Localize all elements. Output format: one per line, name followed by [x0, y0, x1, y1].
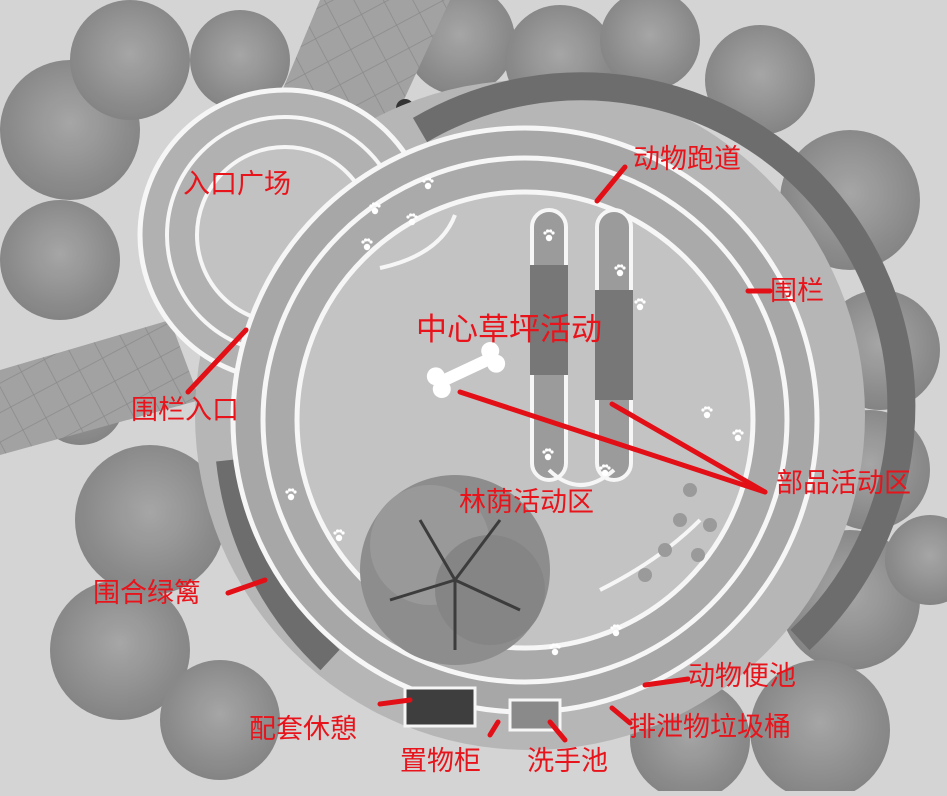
- paw-print-icon: [549, 643, 561, 656]
- label-waste-bin: 排泄物垃圾桶: [629, 712, 791, 743]
- label-locker: 置物柜: [400, 746, 481, 777]
- paw-print-icons: [285, 177, 744, 656]
- label-central-lawn: 中心草坪活动: [416, 312, 602, 348]
- label-fence-entrance: 围栏入口: [131, 395, 239, 426]
- leader-lines: [185, 164, 773, 743]
- paw-print-icon: [701, 406, 713, 419]
- stepping-dots: [638, 483, 717, 582]
- inner-curved-path: [379, 214, 457, 270]
- paw-print-icon: [422, 177, 434, 190]
- paw-print-icon: [285, 488, 297, 501]
- label-shade-area: 林荫活动区: [459, 487, 594, 518]
- paw-print-icon: [369, 202, 381, 215]
- hedge-dark-arc: [412, 72, 916, 651]
- paw-print-icon: [543, 229, 555, 242]
- bone-icon: [426, 341, 506, 399]
- label-hedge: 围合绿篱: [93, 578, 201, 609]
- hedge-dark-arc-west: [216, 458, 340, 671]
- paw-print-icon: [333, 529, 345, 542]
- paw-print-icon: [610, 624, 622, 637]
- paw-print-icon: [634, 298, 646, 311]
- paw-print-icon: [614, 264, 626, 277]
- label-pet-toilet: 动物便池: [688, 661, 796, 692]
- label-entrance-plaza: 入口广场: [183, 169, 291, 200]
- inner-south-path: [599, 518, 702, 592]
- paw-print-icon: [599, 464, 611, 477]
- label-fence: 围栏: [770, 276, 824, 307]
- paw-print-icon: [406, 213, 418, 226]
- rest-facilities: [403, 686, 562, 732]
- label-wash-basin: 洗手池: [527, 746, 608, 777]
- paw-print-icon: [361, 238, 373, 251]
- label-rest-facility: 配套休憩: [249, 714, 357, 745]
- paw-print-icon: [542, 448, 554, 461]
- label-animal-track: 动物跑道: [633, 144, 741, 175]
- paw-print-icon: [732, 429, 744, 442]
- paved-path-west: [0, 320, 200, 455]
- label-equipment-area: 部品活动区: [776, 468, 911, 499]
- shade-tree: [360, 475, 550, 665]
